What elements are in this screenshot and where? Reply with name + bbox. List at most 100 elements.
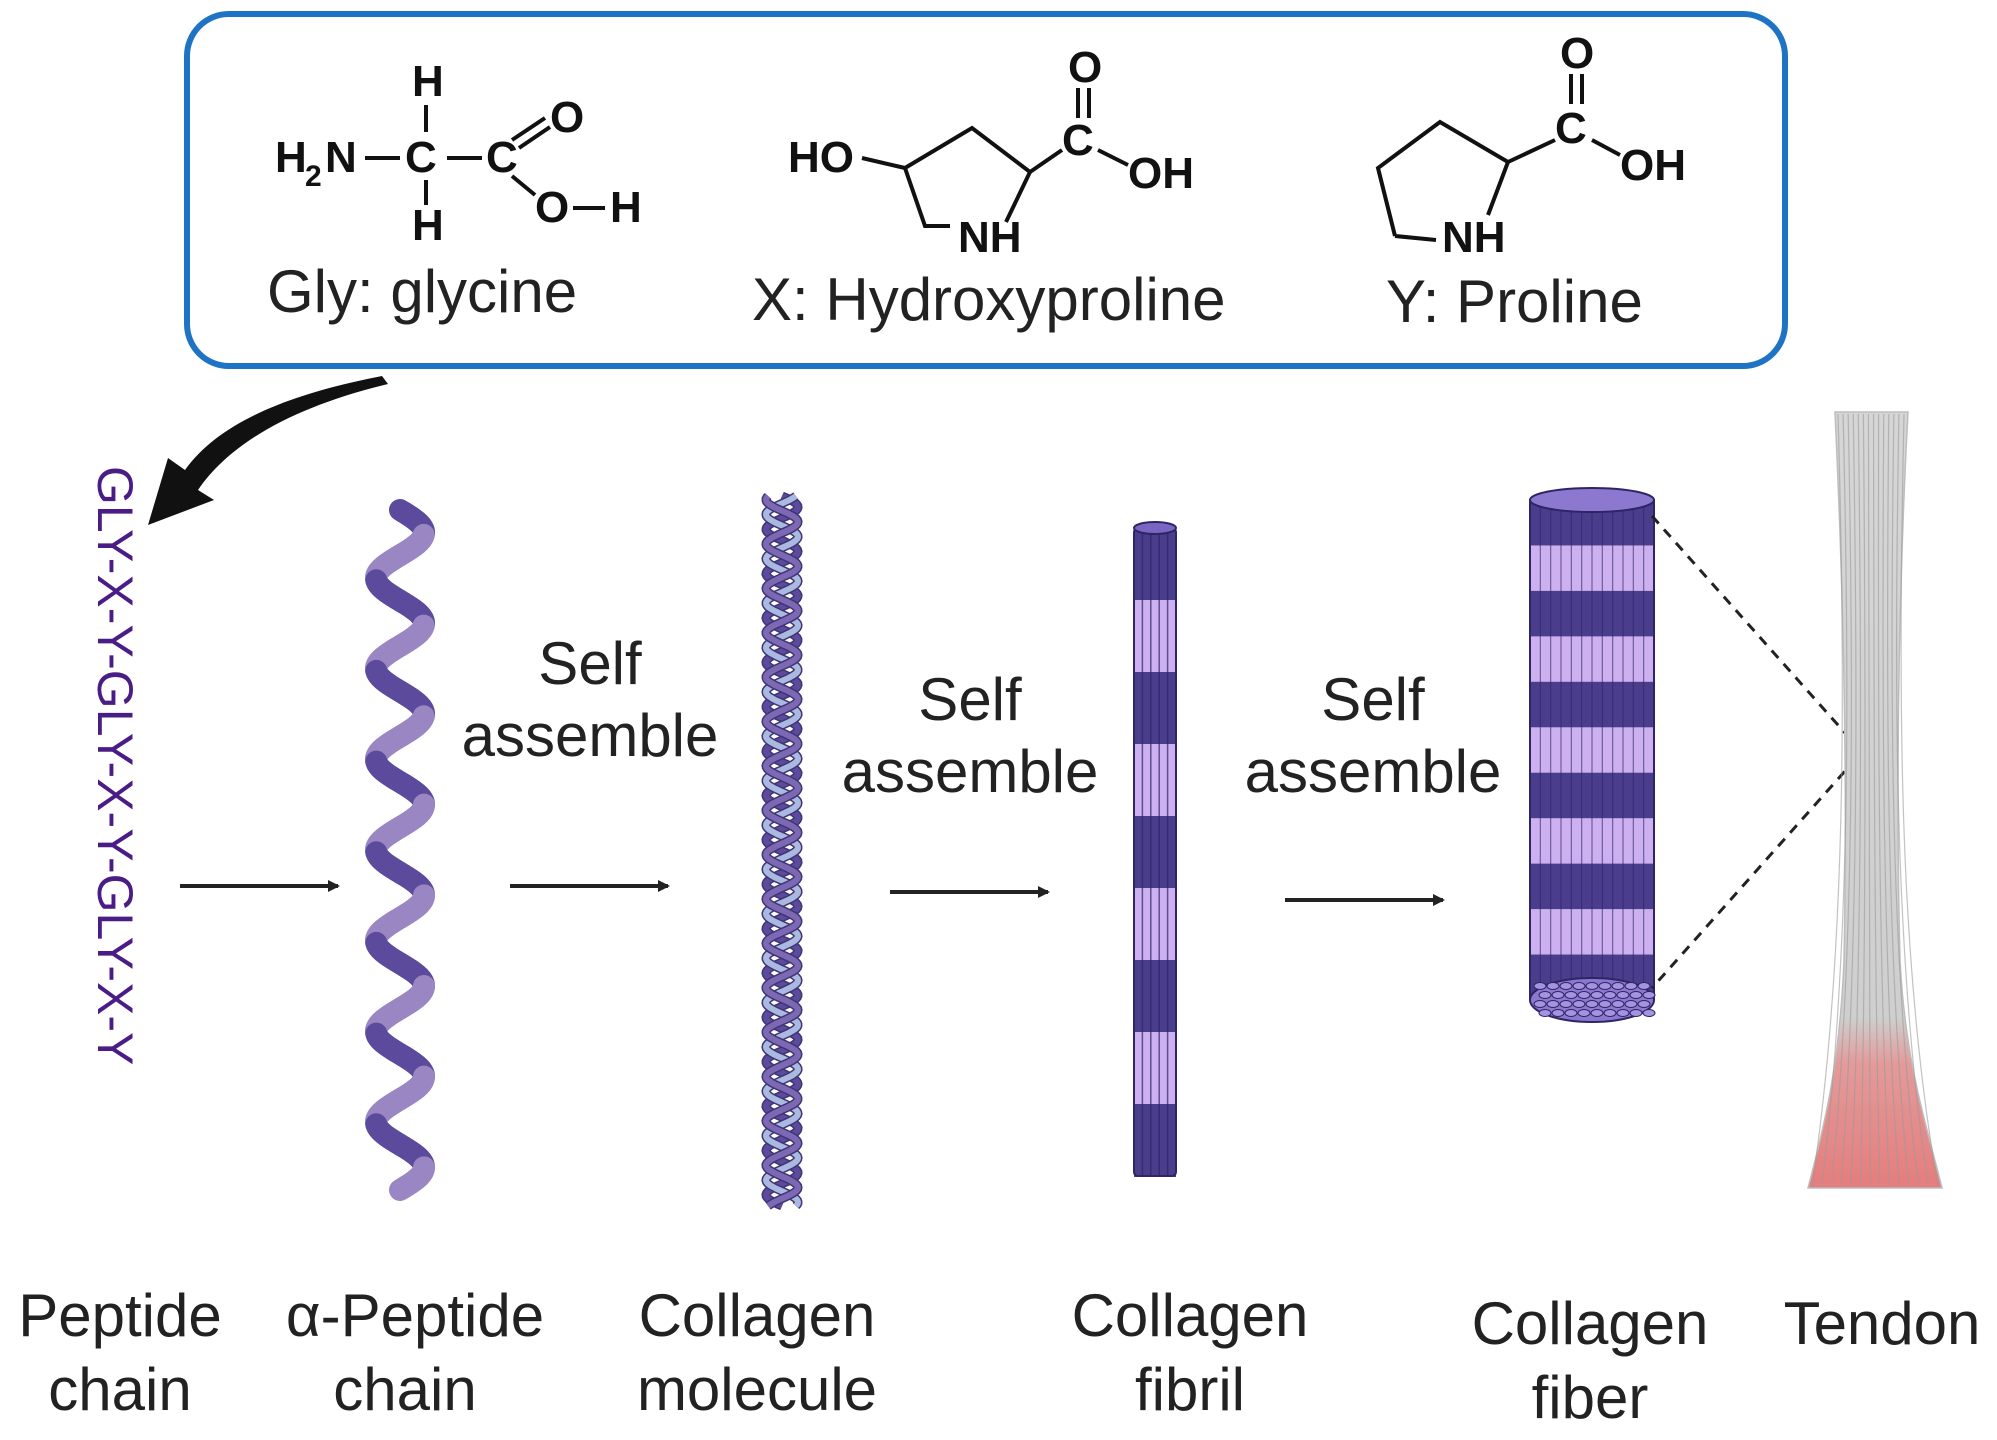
fiber-fibril-end (1637, 982, 1651, 990)
proline-label: Y: Proline (1386, 268, 1643, 335)
glycine-h-bottom: H (412, 201, 444, 250)
fibril-band (1134, 744, 1176, 817)
fibril-top (1133, 521, 1177, 535)
fibril-band (1134, 960, 1176, 1033)
stage-label-fiber-line2: fiber (1532, 1364, 1649, 1431)
stage-label-alpha-line1: α-Peptide (286, 1282, 544, 1349)
glycine-o-double: O (550, 93, 584, 142)
alpha-peptide-chain-ribbon (365, 499, 435, 1201)
hydroxyproline-ho: HO (788, 133, 854, 182)
hydroxyproline-oh: OH (1128, 149, 1194, 198)
tendon-strand (1867, 413, 1871, 1187)
self-assemble-3-line1: Self (1321, 666, 1425, 733)
fiber-fibril-end (1559, 1000, 1573, 1008)
hydroxyproline-label: X: Hydroxyproline (752, 266, 1226, 333)
fiber-fibril-end (1637, 1000, 1651, 1008)
fibril-band (1134, 528, 1176, 601)
fiber-fibril-end (1533, 982, 1547, 990)
fiber-fibril-end (1533, 1000, 1547, 1008)
collagen-fiber (1529, 487, 1656, 1023)
fiber-fibril-end (1624, 1000, 1638, 1008)
glycine-subscript-2: 2 (305, 160, 322, 193)
fiber-fibril-end (1572, 982, 1586, 990)
collagen-molecule-triple-helix (761, 491, 803, 1211)
tendon-illustration (1807, 411, 1943, 1189)
curved-arrow-icon (148, 376, 388, 525)
glycine-c-alpha: C (405, 133, 437, 182)
amino-acid-box (184, 11, 1788, 369)
stage-labels: Peptide chain α-Peptide chain Collagen m… (18, 1282, 1980, 1431)
fiber-fibril-end (1546, 1000, 1560, 1008)
tendon-strand (1811, 413, 1843, 1187)
tendon-strand (1900, 413, 1939, 1187)
strand (762, 493, 802, 1209)
fiber-fibril-end (1598, 982, 1612, 990)
proline-o: O (1560, 29, 1594, 78)
fiber-fibril-end (1559, 982, 1573, 990)
self-assemble-2-line1: Self (918, 666, 1022, 733)
glycine-c-carboxyl: C (486, 133, 518, 182)
fiber-fibril-end (1590, 991, 1604, 999)
tendon-strand (1872, 413, 1881, 1187)
fiber-fibril-end (1603, 1009, 1617, 1017)
stage-label-molecule-line1: Collagen (639, 1282, 876, 1349)
glycine-h-top: H (412, 57, 444, 106)
tendon-strand (1840, 413, 1857, 1187)
collagen-fibril (1133, 521, 1177, 1177)
tendon-strand (1882, 413, 1900, 1187)
fiber-fibril-end (1603, 991, 1617, 999)
hydroxyproline-nh: NH (958, 213, 1022, 262)
helix-segment (389, 1176, 415, 1201)
tendon-strand (1850, 413, 1862, 1187)
fiber-fibril-end (1564, 1009, 1578, 1017)
fibril-band (1134, 816, 1176, 889)
glycine-label: Gly: glycine (267, 258, 577, 325)
fiber-fibril-end (1629, 1009, 1643, 1017)
hydroxyproline-structure: HO NH C O OH X: Hydroxyproline (752, 43, 1226, 333)
fibril-band (1134, 888, 1176, 961)
stage-label-peptide-line1: Peptide (18, 1282, 222, 1349)
fiber-fibril-end (1585, 1000, 1599, 1008)
fiber-fibril-end (1551, 991, 1565, 999)
tendon-strand (1859, 413, 1866, 1187)
self-assemble-3-line2: assemble (1245, 738, 1502, 805)
fiber-fibril-end (1564, 991, 1578, 999)
stage-label-tendon-line1: Tendon (1784, 1290, 1981, 1357)
fibril-band (1134, 672, 1176, 745)
peptide-sequence: GLY-X-Y-GLY-X-Y-GLY-X-Y (87, 466, 143, 1065)
tendon-strand (1895, 413, 1929, 1187)
fiber-fibril-end (1551, 1009, 1565, 1017)
zoom-dashed-lines (1650, 515, 1865, 989)
fiber-fibril-end (1546, 982, 1560, 990)
proline-oh: OH (1620, 141, 1686, 190)
self-assemble-1-line2: assemble (462, 702, 719, 769)
strand (762, 493, 802, 1209)
fiber-fibril-end (1642, 991, 1656, 999)
glycine-o-single: O (535, 183, 569, 232)
self-assemble-1-line1: Self (538, 630, 642, 697)
tendon-strand (1891, 413, 1920, 1187)
strand (762, 493, 802, 1209)
fiber-fibril-end (1616, 991, 1630, 999)
fiber-fibril-end (1598, 1000, 1612, 1008)
stage-label-alpha-line2: chain (333, 1356, 476, 1423)
fiber-fibril-end (1624, 982, 1638, 990)
self-assemble-2-line2: assemble (842, 738, 1099, 805)
hydroxyproline-c: C (1062, 116, 1094, 165)
fiber-fibril-end (1572, 1000, 1586, 1008)
hydroxyproline-o: O (1068, 43, 1102, 92)
fiber-fibril-end (1538, 991, 1552, 999)
glycine-h2n: H (275, 133, 307, 182)
stage-label-fibril-line2: fibril (1135, 1356, 1245, 1423)
fiber-fibril-end (1611, 982, 1625, 990)
stage-label-peptide-line2: chain (48, 1356, 191, 1423)
fiber-fibril-end (1590, 1009, 1604, 1017)
glycine-h-acid: H (610, 183, 642, 232)
fiber-top (1529, 487, 1655, 513)
proline-nh: NH (1442, 213, 1506, 262)
stage-label-fibril-line1: Collagen (1072, 1282, 1309, 1349)
fibril-band (1134, 600, 1176, 673)
fiber-fibril-end (1577, 991, 1591, 999)
fiber-fibril-end (1611, 1000, 1625, 1008)
